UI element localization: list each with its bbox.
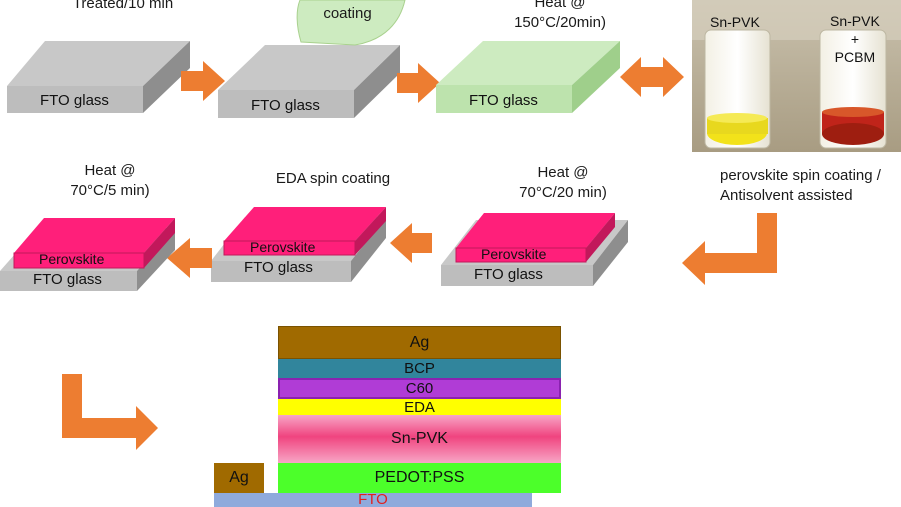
layer-fto: FTO xyxy=(214,493,532,507)
heat2-line2: 70°C/20 min) xyxy=(519,184,607,201)
layer-ag: Ag xyxy=(278,326,561,359)
fto-glass-label-4: FTO glass xyxy=(474,266,543,283)
arrow-left-1 xyxy=(390,223,432,263)
heat1-line2: 150°C/20min) xyxy=(514,14,606,31)
coating-drop-shape xyxy=(296,0,406,46)
pvk-line2: Antisolvent assisted xyxy=(720,187,853,204)
fto-glass-slab-2 xyxy=(218,45,400,118)
vial-right-label: Sn-PVK + PCBM xyxy=(830,12,880,66)
perovskite-label-3: Perovskite xyxy=(39,251,105,267)
arrow-left-2 xyxy=(167,238,212,278)
vial-right-line2: + xyxy=(850,31,859,47)
fto-glass-label-6: FTO glass xyxy=(33,271,102,288)
vial-right-line1: Sn-PVK xyxy=(830,13,880,29)
bent-arrow-down-right xyxy=(62,374,158,450)
fto-glass-label-5: FTO glass xyxy=(244,259,313,276)
double-arrow xyxy=(620,57,684,97)
fto-glass-slab-3-coated xyxy=(436,41,620,113)
layer-c60: C60 xyxy=(278,378,561,399)
fto-glass-label-1: FTO glass xyxy=(40,92,109,109)
perovskite-label-1: Perovskite xyxy=(481,246,547,262)
heat2-line1: Heat @ xyxy=(537,164,589,181)
fto-glass-slab-1 xyxy=(7,41,190,113)
vials-photo xyxy=(692,0,901,152)
heat1-line1: Heat @ xyxy=(534,0,586,11)
vial-right-line3: PCBM xyxy=(834,49,876,65)
fto-glass-slab-4 xyxy=(441,213,628,286)
fto-glass-slab-5 xyxy=(211,207,386,282)
fto-glass-slab-6 xyxy=(0,218,175,291)
layer-eda: EDA xyxy=(278,399,561,416)
step-treated-label: Treated/10 min xyxy=(72,0,174,12)
heat3-line1: Heat @ xyxy=(84,162,136,179)
fto-glass-label-2: FTO glass xyxy=(251,97,320,114)
fto-glass-label-3: FTO glass xyxy=(469,92,538,109)
step-heat1-label: Heat @ 150°C/20min) xyxy=(485,0,635,33)
layer-bcp: BCP xyxy=(278,359,561,378)
perovskite-label-2: Perovskite xyxy=(250,239,316,255)
step-heat2-label: Heat @ 70°C/20 min) xyxy=(488,163,638,203)
bent-arrow-down-left xyxy=(682,213,777,285)
side-contact-ag: Ag xyxy=(214,463,264,493)
layer-sn-pvk: Sn-PVK xyxy=(278,415,561,463)
arrow-right-2 xyxy=(397,63,440,103)
heat3-line2: 70°C/5 min) xyxy=(70,182,150,199)
step-pvk-coating-label: perovskite spin coating / Antisolvent as… xyxy=(720,166,881,206)
layer-pedot-pss: PEDOT:PSS xyxy=(278,463,561,493)
step-eda-label: EDA spin coating xyxy=(275,170,391,187)
vial-left-label: Sn-PVK xyxy=(710,14,760,30)
step-coating-label: coating xyxy=(323,5,372,22)
step-heat3-label: Heat @ 70°C/5 min) xyxy=(45,161,175,201)
pvk-line1: perovskite spin coating / xyxy=(720,167,881,184)
arrow-right-1 xyxy=(181,61,225,101)
